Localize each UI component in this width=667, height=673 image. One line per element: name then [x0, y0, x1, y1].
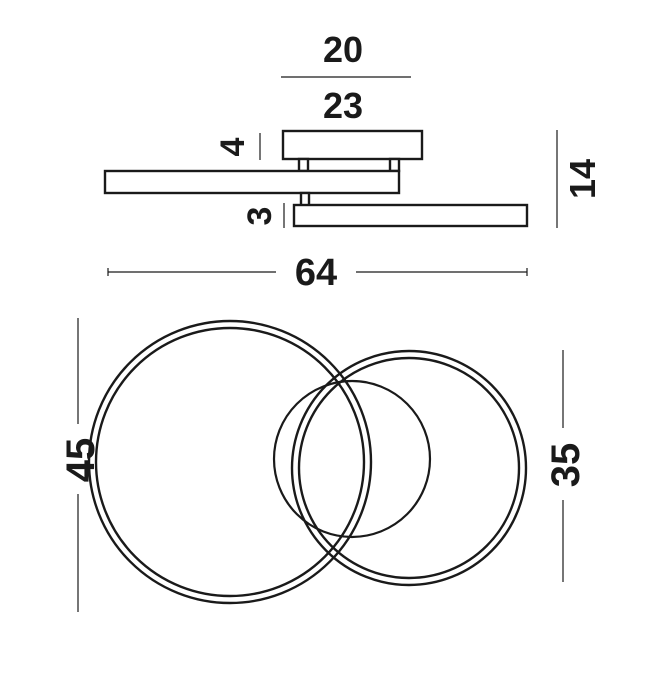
- dim-label-20: 20: [323, 29, 363, 70]
- small-ring-outer: [290, 349, 528, 587]
- canopy-disc: [272, 379, 432, 539]
- dim-label-14: 14: [562, 159, 603, 199]
- small-ring-inner: [297, 356, 521, 580]
- side-view: 20 23 4 3 14 64: [103, 29, 603, 294]
- upper-ring-bar: [103, 169, 401, 195]
- front-view: 45 35: [59, 318, 588, 612]
- dim-label-35: 35: [544, 443, 588, 488]
- ceiling-canopy: [281, 129, 424, 161]
- canopy-connector-right: [388, 157, 401, 173]
- dim-label-23: 23: [323, 85, 363, 126]
- dim-label-45: 45: [59, 438, 103, 483]
- canopy-connector-left: [297, 157, 310, 173]
- lower-ring-bar: [292, 203, 529, 228]
- dim-label-64: 64: [295, 252, 337, 294]
- large-ring-outer: [87, 319, 373, 605]
- dim-label-3: 3: [241, 207, 279, 226]
- dim-label-4: 4: [214, 137, 252, 156]
- large-ring-inner: [94, 326, 366, 598]
